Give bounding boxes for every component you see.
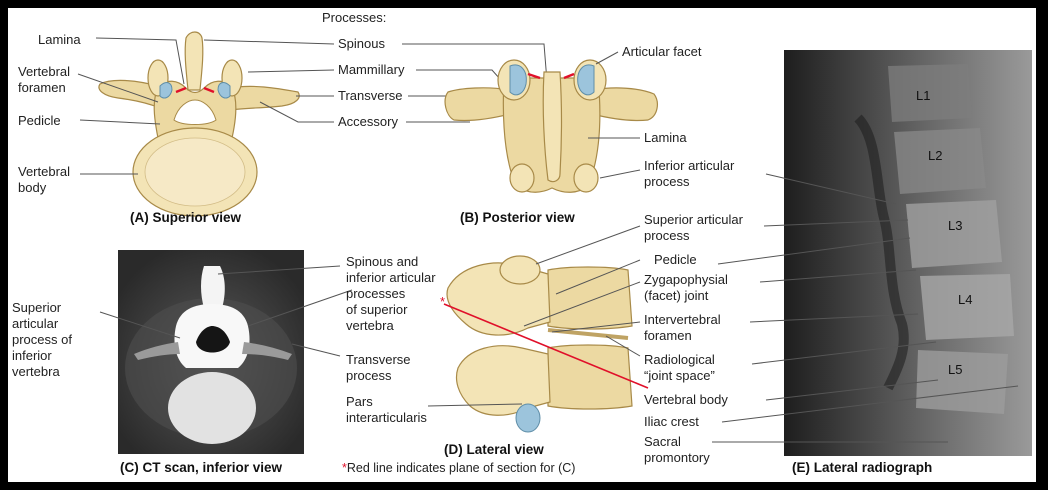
inf-articular-b-right: [574, 164, 598, 192]
label-d-iliac-crest: Iliac crest: [644, 414, 699, 429]
label-c-pars-2: interarticularis: [346, 410, 427, 425]
leader-mammillary-a: [248, 70, 334, 72]
label-c-pars-1: Pars: [346, 394, 373, 409]
leader-superior-articular-d: [536, 226, 640, 264]
xray-label-l3: L3: [948, 218, 962, 233]
xray-label-l4: L4: [958, 292, 972, 307]
leader-mammillary-b: [416, 70, 508, 88]
figure-frame: Lamina Vertebral foramen Pedicle Vertebr…: [8, 8, 1036, 482]
anatomy-figure: Lamina Vertebral foramen Pedicle Vertebr…: [8, 8, 1036, 482]
transverse-process-b-left: [445, 88, 510, 121]
caption-b: (B) Posterior view: [460, 210, 575, 225]
spinous-process-b: [543, 72, 561, 182]
leader-lamina: [96, 38, 184, 84]
caption-c-text: (C) CT scan, inferior view: [120, 460, 283, 475]
footnote: *Red line indicates plane of section for…: [342, 461, 575, 475]
label-accessory: Accessory: [338, 114, 398, 129]
xray-body-l5: [916, 350, 1008, 414]
label-d-radio-2: “joint space”: [644, 368, 715, 383]
xray-label-l1: L1: [916, 88, 930, 103]
label-lamina-b: Lamina: [644, 130, 687, 145]
label-d-pedicle: Pedicle: [654, 252, 697, 267]
label-c-spinous-2: inferior articular: [346, 270, 436, 285]
label-vertebral-body-1: Vertebral: [18, 164, 70, 179]
label-vertebral-foramen-2: foramen: [18, 80, 66, 95]
label-d-sacral-1: Sacral: [644, 434, 681, 449]
label-d-interv-2: foramen: [644, 328, 692, 343]
label-d-superior-2: process: [644, 228, 690, 243]
label-pedicle: Pedicle: [18, 113, 61, 128]
vertebral-body-trabecular: [145, 138, 245, 206]
label-vertebral-foramen-1: Vertebral: [18, 64, 70, 79]
red-star-d: *: [440, 294, 445, 309]
xray-label-l2: L2: [928, 148, 942, 163]
label-articular-facet: Articular facet: [622, 44, 702, 59]
upper-superior-articular-d: [500, 256, 540, 284]
label-d-interv-1: Intervertebral: [644, 312, 721, 327]
xray-body-l3: [906, 200, 1002, 268]
label-inferior-articular-2: process: [644, 174, 690, 189]
label-c-transverse-1: Transverse: [346, 352, 411, 367]
label-d-superior-1: Superior articular: [644, 212, 744, 227]
label-c-superior-4: inferior: [12, 348, 52, 363]
transverse-process-right: [230, 86, 299, 110]
label-c-superior-3: process of: [12, 332, 72, 347]
label-c-superior-1: Superior: [12, 300, 62, 315]
label-mammillary: Mammillary: [338, 62, 405, 77]
caption-d: (D) Lateral view: [444, 442, 544, 457]
label-c-spinous-5: vertebra: [346, 318, 394, 333]
label-spinous: Spinous: [338, 36, 385, 51]
label-c-spinous-3: processes: [346, 286, 406, 301]
label-c-superior-5: vertebra: [12, 364, 60, 379]
leader-articular-facet: [596, 52, 618, 64]
caption-c: (C) CT scan, inferior view: [120, 460, 283, 475]
panel-e-radiograph: L1 L2 L3 L4 L5 (E) Lateral radiograph: [712, 50, 1032, 475]
panel-b-posterior-view: Articular facet Lamina Inferior articula…: [445, 44, 735, 225]
label-d-radio-1: Radiological: [644, 352, 715, 367]
label-lamina: Lamina: [38, 32, 81, 47]
label-d-sacral-2: promontory: [644, 450, 710, 465]
label-c-superior-2: articular: [12, 316, 59, 331]
label-c-transverse-2: process: [346, 368, 392, 383]
label-processes-heading: Processes:: [322, 10, 386, 25]
inferior-facet-d: [516, 404, 540, 432]
leader-spinous-a: [204, 40, 334, 44]
label-d-zyg-2: (facet) joint: [644, 288, 709, 303]
label-vertebral-body-2: body: [18, 180, 47, 195]
leader-inferior-articular: [600, 170, 640, 178]
label-c-spinous-4: of superior: [346, 302, 408, 317]
xray-label-l5: L5: [948, 362, 962, 377]
label-transverse: Transverse: [338, 88, 403, 103]
footnote-text: Red line indicates plane of section for …: [347, 461, 576, 475]
panel-d-lateral-view: * Superior articular process Pedicle Zyg…: [342, 212, 744, 475]
ct-spinous: [201, 266, 225, 308]
leader-pedicle: [80, 120, 160, 124]
articular-facet-b-right: [578, 65, 594, 95]
panel-c-ct-scan: Spinous and inferior articular processes…: [12, 250, 436, 475]
caption-e: (E) Lateral radiograph: [792, 460, 932, 475]
inf-articular-b-left: [510, 164, 534, 192]
label-inferior-articular-1: Inferior articular: [644, 158, 735, 173]
spinous-process: [185, 32, 203, 90]
ct-vertebral-body: [168, 372, 256, 444]
label-d-vertebral-body: Vertebral body: [644, 392, 728, 407]
panel-a-superior-view: Lamina Vertebral foramen Pedicle Vertebr…: [18, 32, 299, 225]
label-d-zyg-1: Zygapophysial: [644, 272, 728, 287]
label-c-spinous-1: Spinous and: [346, 254, 418, 269]
articular-facet-b-left: [510, 65, 526, 95]
caption-a: (A) Superior view: [130, 210, 242, 225]
xray-body-l4: [920, 274, 1014, 340]
upper-vertebral-body-d: [548, 267, 632, 329]
